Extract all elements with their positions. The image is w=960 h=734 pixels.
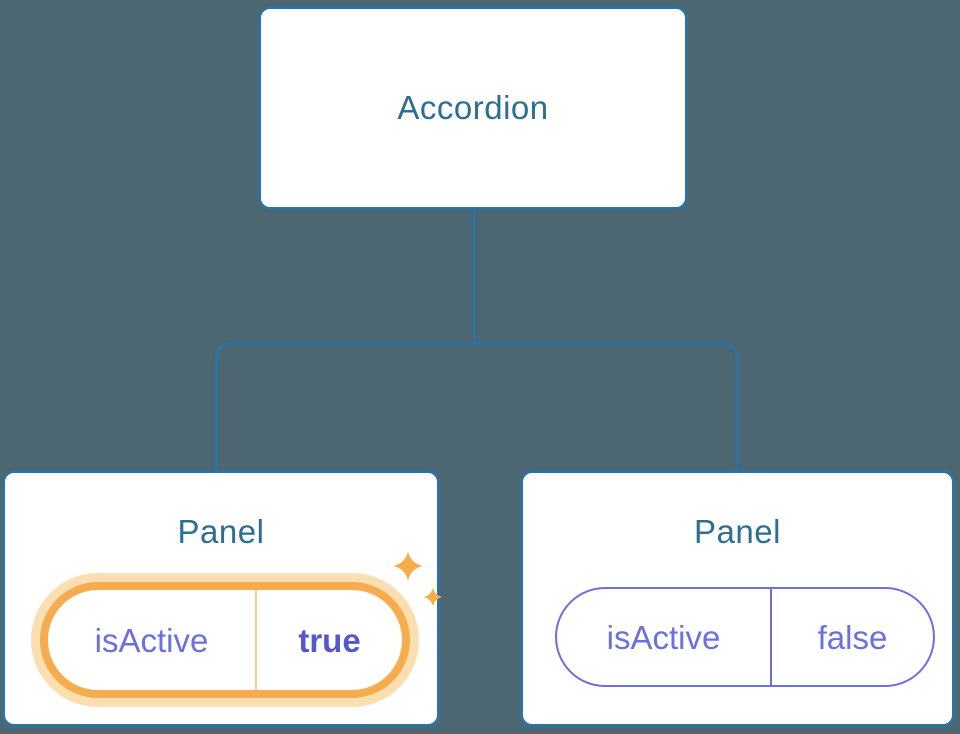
state-pill-inactive: isActive false [555,587,935,687]
panel-active-title: Panel [177,513,265,550]
accordion-node-label: Accordion [397,89,549,126]
panel-inactive-title: Panel [694,513,781,550]
state-key-label: isActive [606,618,721,656]
state-value-label: true [298,621,361,659]
panel-node-inactive: Panel isActive false [520,470,955,727]
accordion-node: Accordion [258,6,688,210]
sparkle-small [423,587,443,607]
panel-node-active: Panel isActive true [2,470,440,727]
sparkle-icon [393,551,443,607]
state-value-label: false [817,618,888,656]
state-pill-active: isActive true [40,582,410,698]
connector-branch [215,342,739,470]
sparkle-large [393,551,423,581]
state-key-label: isActive [94,621,209,659]
pill-divider [770,589,772,685]
pill-divider [255,590,257,690]
